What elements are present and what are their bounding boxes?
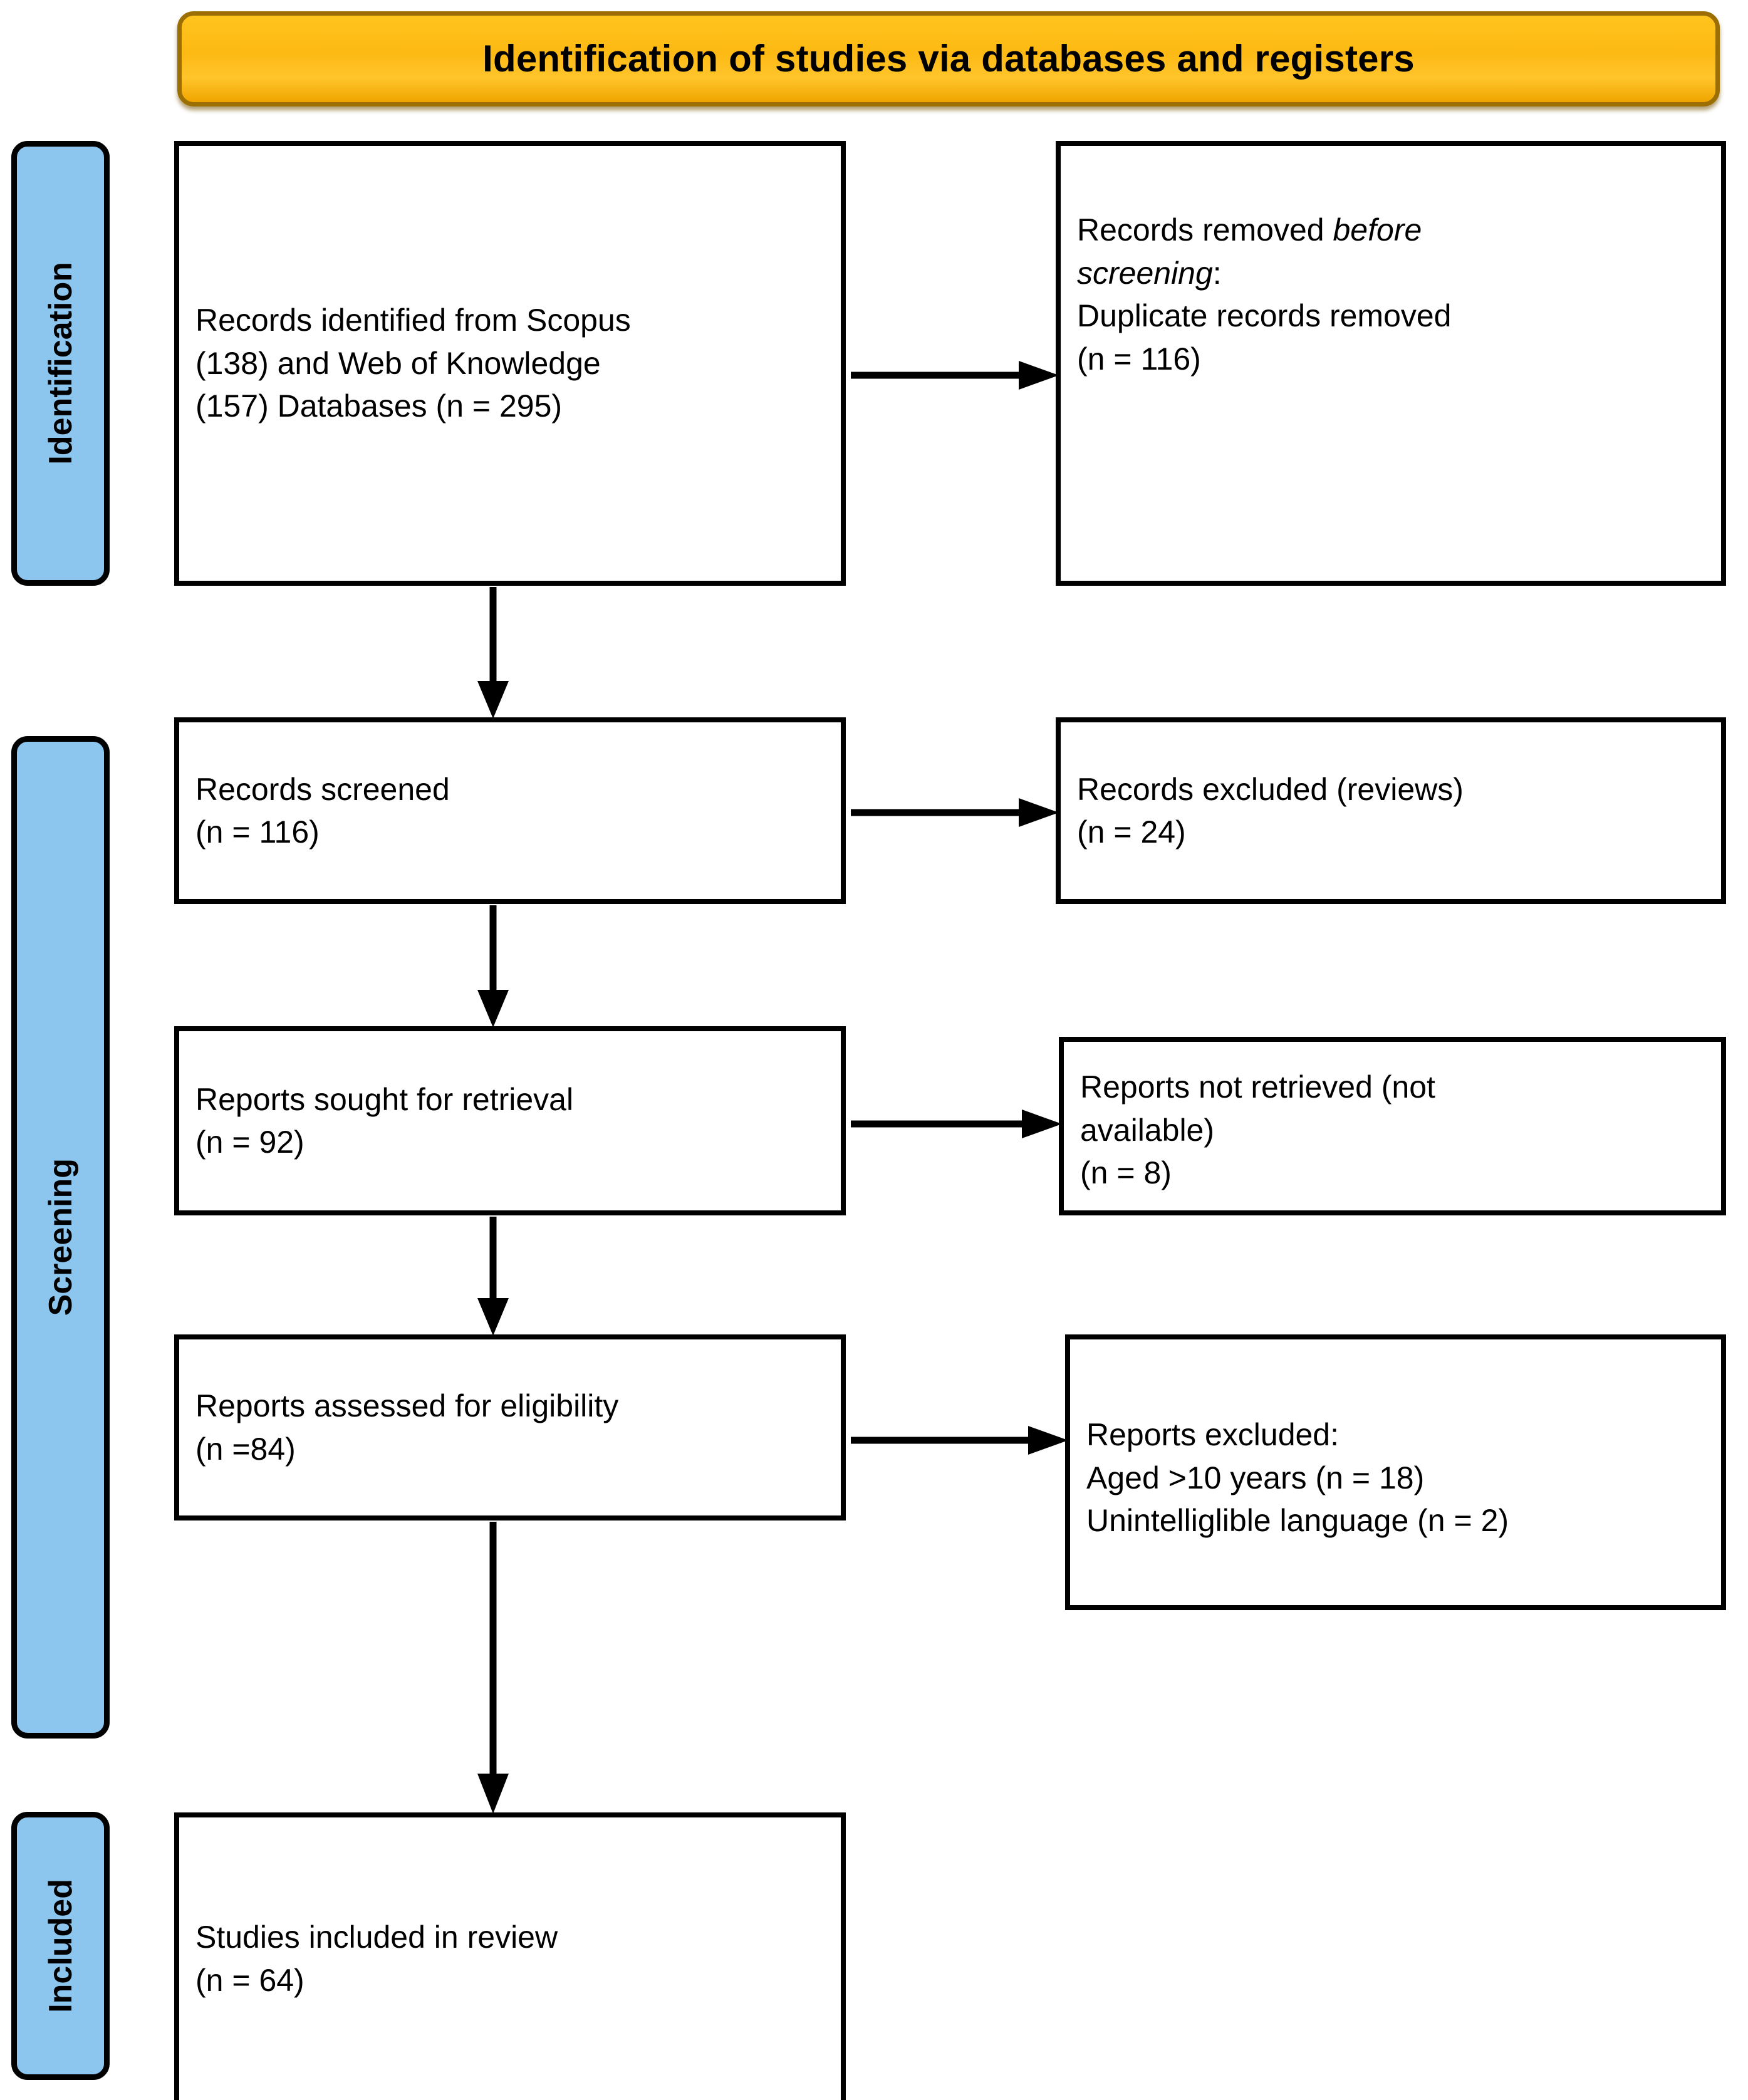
reports-assessed-line-2: (n =84) xyxy=(195,1431,296,1467)
box-reports-not-retrieved: Reports not retrieved (not available) (n… xyxy=(1059,1037,1726,1215)
arrow-identified-to-removed xyxy=(846,357,1059,393)
box-records-removed-before-screening: Records removed before screening: Duplic… xyxy=(1056,141,1726,586)
records-removed-line-4: (n = 116) xyxy=(1077,341,1201,377)
stage-label-included-text: Included xyxy=(42,1879,79,2013)
stage-label-identification-text: Identification xyxy=(42,262,79,465)
reports-excluded-line-2: Aged >10 years (n = 18) xyxy=(1086,1460,1425,1495)
stage-label-screening: Screening xyxy=(11,736,110,1739)
box-records-screened: Records screened (n = 116) xyxy=(174,717,846,904)
arrow-screened-to-excluded-reviews xyxy=(846,794,1059,831)
arrow-assessed-to-included xyxy=(475,1520,511,1814)
records-removed-prefix: Records removed xyxy=(1077,212,1333,247)
records-removed-line-3: Duplicate records removed xyxy=(1077,298,1452,333)
arrow-identified-to-screened xyxy=(475,586,511,719)
diagram-banner: Identification of studies via databases … xyxy=(177,11,1720,107)
records-screened-line-2: (n = 116) xyxy=(195,814,320,850)
arrow-screened-to-sought xyxy=(475,904,511,1027)
box-records-excluded-reviews: Records excluded (reviews) (n = 24) xyxy=(1056,717,1726,904)
box-reports-sought-for-retrieval: Reports sought for retrieval (n = 92) xyxy=(174,1026,846,1215)
box-studies-included-in-review: Studies included in review (n = 64) xyxy=(174,1812,846,2100)
stage-label-screening-text: Screening xyxy=(42,1158,79,1316)
records-removed-italic-before: before xyxy=(1333,212,1422,247)
records-excluded-line-1: Records excluded (reviews) xyxy=(1077,771,1464,807)
reports-assessed-line-1: Reports assessed for eligibility xyxy=(195,1388,619,1423)
records-screened-line-1: Records screened xyxy=(195,771,450,807)
arrow-assessed-to-reports-excluded xyxy=(846,1422,1068,1458)
arrow-sought-to-assessed xyxy=(475,1215,511,1336)
records-excluded-line-2: (n = 24) xyxy=(1077,814,1186,850)
arrow-sought-to-not-retrieved xyxy=(846,1106,1062,1142)
records-removed-line-2: screening: xyxy=(1077,252,1705,295)
records-removed-italic-screening: screening xyxy=(1077,255,1213,291)
box-records-identified: Records identified from Scopus (138) and… xyxy=(174,141,846,586)
stage-label-identification: Identification xyxy=(11,141,110,586)
records-removed-line-1: Records removed before xyxy=(1077,209,1705,252)
reports-not-retrieved-line-3: (n = 8) xyxy=(1080,1155,1172,1190)
records-identified-line-3: (157) Databases (n = 295) xyxy=(195,388,563,424)
records-removed-colon: : xyxy=(1212,255,1222,291)
stage-label-included: Included xyxy=(11,1812,110,2080)
reports-excluded-line-1: Reports excluded: xyxy=(1086,1417,1340,1452)
box-reports-excluded: Reports excluded: Aged >10 years (n = 18… xyxy=(1065,1334,1726,1610)
records-identified-line-1: Records identified from Scopus xyxy=(195,303,631,338)
studies-included-line-1: Studies included in review xyxy=(195,1920,558,1955)
reports-sought-line-1: Reports sought for retrieval xyxy=(195,1081,574,1117)
banner-title: Identification of studies via databases … xyxy=(482,38,1415,80)
studies-included-line-2: (n = 64) xyxy=(195,1962,304,1998)
box-reports-assessed-for-eligibility: Reports assessed for eligibility (n =84) xyxy=(174,1334,846,1520)
reports-not-retrieved-line-1: Reports not retrieved (not xyxy=(1080,1069,1435,1105)
reports-not-retrieved-line-2: available) xyxy=(1080,1112,1215,1148)
reports-sought-line-2: (n = 92) xyxy=(195,1125,304,1160)
records-identified-line-2: (138) and Web of Knowledge xyxy=(195,345,601,381)
reports-excluded-line-3: Unintelliglible language (n = 2) xyxy=(1086,1503,1509,1538)
